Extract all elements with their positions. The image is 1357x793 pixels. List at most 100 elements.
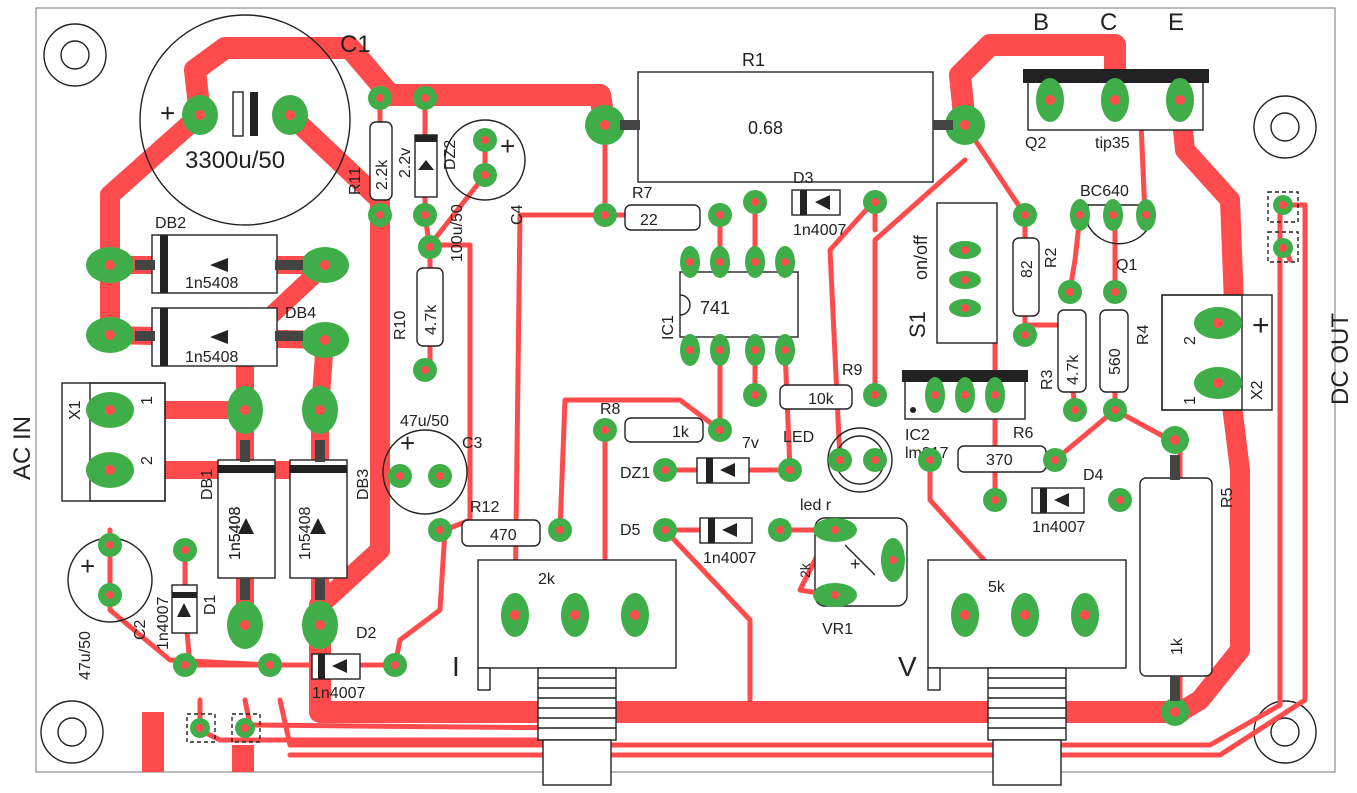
capacitor-c2: + 47u/50 C2 bbox=[67, 537, 153, 680]
svg-text:+: + bbox=[80, 551, 95, 581]
ic2-ref: IC2 bbox=[905, 427, 930, 444]
transistor-q1: BC640 Q1 bbox=[1080, 183, 1151, 274]
q1-value: BC640 bbox=[1080, 183, 1129, 200]
r1-ref: R1 bbox=[742, 50, 765, 70]
dc-out-label: DC OUT bbox=[1327, 313, 1354, 405]
r5-value: 1k bbox=[1169, 637, 1186, 655]
db4-ref: DB4 bbox=[285, 305, 316, 322]
zener-dz1: DZ1 7v bbox=[620, 435, 759, 484]
d1-value: 1n4007 bbox=[155, 597, 172, 650]
resistor-r12: R12 470 bbox=[461, 499, 541, 547]
d5-ref: D5 bbox=[620, 522, 641, 539]
diode-db1: DB1 1n5408 bbox=[199, 459, 276, 579]
vr1-ref: VR1 bbox=[822, 621, 853, 638]
s1-value: on/off bbox=[911, 234, 931, 280]
ledr-ref: led r bbox=[800, 497, 832, 514]
db4-value: 1n5408 bbox=[185, 349, 238, 366]
q2-value: tip35 bbox=[1095, 135, 1130, 152]
d4-value: 1n4007 bbox=[1032, 519, 1085, 536]
capacitor-c4: + C4 100u/50 bbox=[444, 119, 526, 262]
q2-pin-e: E bbox=[1168, 9, 1184, 36]
r3-ref: R3 bbox=[1039, 369, 1056, 390]
r9-ref: R9 bbox=[842, 362, 863, 379]
resistor-r2: 82 R2 bbox=[1012, 237, 1060, 317]
x1-pin2: 2 bbox=[139, 456, 156, 465]
diode-d3: D3 1n4007 bbox=[791, 170, 846, 239]
db2-ref: DB2 bbox=[155, 215, 186, 232]
r7-value: 22 bbox=[640, 212, 658, 229]
diode-d5: D5 1n4007 bbox=[620, 517, 756, 567]
resistor-r9: R9 10k bbox=[779, 362, 863, 410]
db2-value: 1n5408 bbox=[185, 275, 238, 292]
c2-value: 47u/50 bbox=[77, 631, 94, 680]
c3-ref: C3 bbox=[462, 435, 483, 452]
c2-ref: C2 bbox=[132, 619, 149, 640]
db3-value: 1n5408 bbox=[297, 507, 314, 560]
r7-ref: R7 bbox=[632, 185, 653, 202]
db1-overlay-value: 1n5408 bbox=[227, 507, 244, 560]
x2-ref: X2 bbox=[1249, 380, 1266, 400]
r5-ref: R5 bbox=[1219, 487, 1236, 508]
q2-pin-c: C bbox=[1100, 9, 1117, 36]
r11-ref: R11 bbox=[347, 167, 364, 195]
pot-v-value: 5k bbox=[988, 579, 1006, 596]
q2-ref: Q2 bbox=[1025, 135, 1046, 152]
db1-ref: DB1 bbox=[199, 469, 216, 500]
r2-ref: R2 bbox=[1043, 247, 1060, 268]
r4-ref: R4 bbox=[1135, 324, 1152, 345]
zener-dz2: 2.2v DZ2 bbox=[397, 134, 459, 198]
capacitor-c1: + C1 3300u/50 bbox=[139, 14, 371, 226]
capacitor-c3: + 47u/50 C3 bbox=[382, 413, 483, 515]
dz1-ref: DZ1 bbox=[620, 465, 650, 482]
svg-text:+: + bbox=[850, 554, 861, 574]
svg-text:+: + bbox=[400, 428, 415, 458]
r11-value: 2.2k bbox=[374, 159, 391, 190]
c4-ref: C4 bbox=[509, 204, 526, 225]
d2-value: 1n4007 bbox=[312, 685, 365, 702]
resistor-r4: 560 R4 bbox=[1099, 309, 1152, 393]
overlay-labels: 1n5408 bbox=[227, 507, 244, 560]
svg-text:+: + bbox=[500, 131, 515, 161]
d1-ref: D1 bbox=[202, 594, 219, 615]
d3-ref: D3 bbox=[793, 170, 814, 187]
r2-value: 82 bbox=[1019, 260, 1036, 278]
c1-value: 3300u/50 bbox=[185, 147, 285, 174]
x1-ref: X1 bbox=[67, 400, 84, 420]
r6-value: 370 bbox=[986, 452, 1013, 469]
d2-ref: D2 bbox=[356, 625, 377, 642]
svg-text:+: + bbox=[160, 98, 175, 128]
r9-value: 10k bbox=[808, 391, 835, 408]
c1-ref: C1 bbox=[340, 31, 371, 58]
diode-db4: DB4 1n5408 bbox=[151, 305, 316, 367]
diode-d4: D4 1n4007 bbox=[1031, 467, 1104, 536]
diode-d1: D1 1n4007 bbox=[155, 584, 219, 650]
q2-pin-b: B bbox=[1033, 9, 1049, 36]
resistor-r11: 2.2k R11 bbox=[347, 121, 393, 201]
resistor-r1: R1 0.68 bbox=[637, 50, 934, 183]
x2-pin1: 1 bbox=[1182, 396, 1199, 405]
led-ref: LED bbox=[783, 429, 814, 446]
component-leads bbox=[135, 120, 1180, 701]
opamp-ic1: 741 IC1 bbox=[660, 271, 799, 340]
pot-i-value: 2k bbox=[538, 571, 556, 588]
d4-ref: D4 bbox=[1083, 467, 1104, 484]
ic1-ref: IC1 bbox=[660, 315, 677, 340]
ledr-value: 2k bbox=[797, 562, 813, 578]
db3-ref: DB3 bbox=[355, 469, 372, 500]
ac-in-label: AC IN bbox=[9, 416, 36, 480]
r4-value: 560 bbox=[1107, 348, 1124, 375]
d5-value: 1n4007 bbox=[703, 550, 756, 567]
dz2-value: 2.2v bbox=[397, 148, 414, 178]
r8-ref: R8 bbox=[600, 401, 621, 418]
db1-value: 1n5408 bbox=[227, 507, 244, 560]
x2-plus: + bbox=[1252, 309, 1270, 342]
x2-pin2: 2 bbox=[1182, 336, 1199, 345]
resistor-r10: 4.7k R10 bbox=[392, 267, 444, 347]
r10-value: 4.7k bbox=[423, 304, 440, 335]
ac-header bbox=[142, 712, 261, 772]
dz2-ref: DZ2 bbox=[442, 140, 459, 170]
r6-ref: R6 bbox=[1013, 425, 1034, 442]
c4-value: 100u/50 bbox=[449, 204, 466, 262]
diode-d2: D2 1n4007 bbox=[311, 625, 377, 702]
r12-value: 470 bbox=[490, 527, 517, 544]
